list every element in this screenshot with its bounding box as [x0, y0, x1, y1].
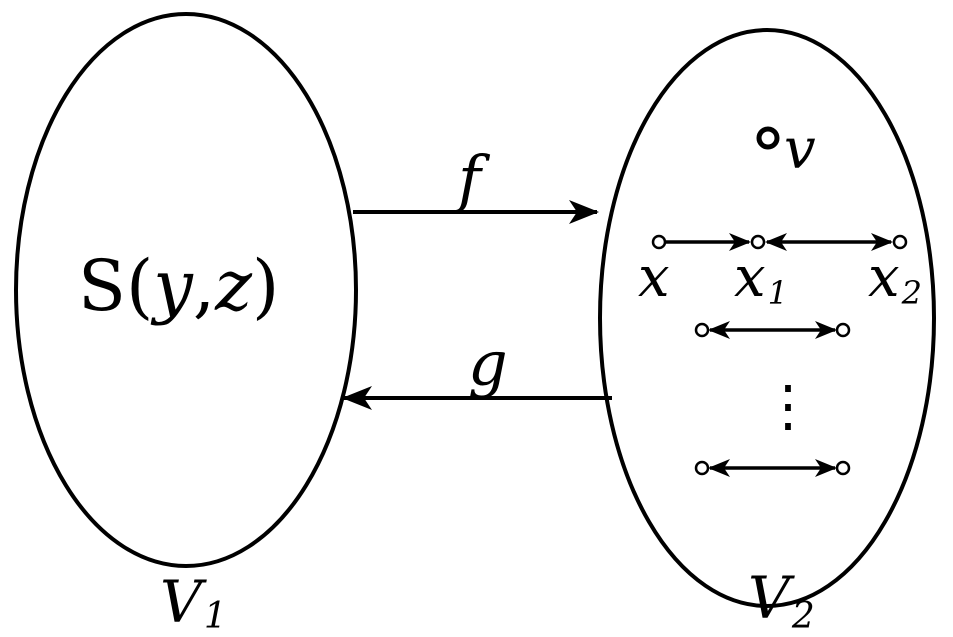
set-v1-label: V1	[160, 568, 227, 637]
vertex-x2	[892, 234, 908, 250]
set-v2-label: V2	[748, 564, 815, 637]
vertex-x2-label: x2	[868, 245, 922, 312]
matching-edge-2-right-vertex	[835, 460, 851, 476]
vertex-x-label: x	[638, 245, 670, 310]
set-v1-content-text: S(y,z)	[78, 245, 279, 327]
set-v1-ellipse	[14, 12, 358, 568]
matching-edge-1-right-vertex	[835, 322, 851, 338]
set-v2-ellipse	[598, 28, 936, 608]
mapping-f-label: f	[454, 142, 491, 215]
matching-edge-1-left-vertex	[694, 322, 710, 338]
vertex-v	[756, 126, 780, 150]
vertex-v-label: v	[784, 117, 816, 182]
mapping-g-label: g	[468, 327, 508, 400]
vertex-x1-label: x1	[734, 245, 788, 312]
vertex-x	[651, 234, 667, 250]
vertical-ellipsis: ⋮	[760, 374, 816, 439]
matching-edge-2-left-vertex	[694, 460, 710, 476]
vertex-x1	[750, 234, 766, 250]
